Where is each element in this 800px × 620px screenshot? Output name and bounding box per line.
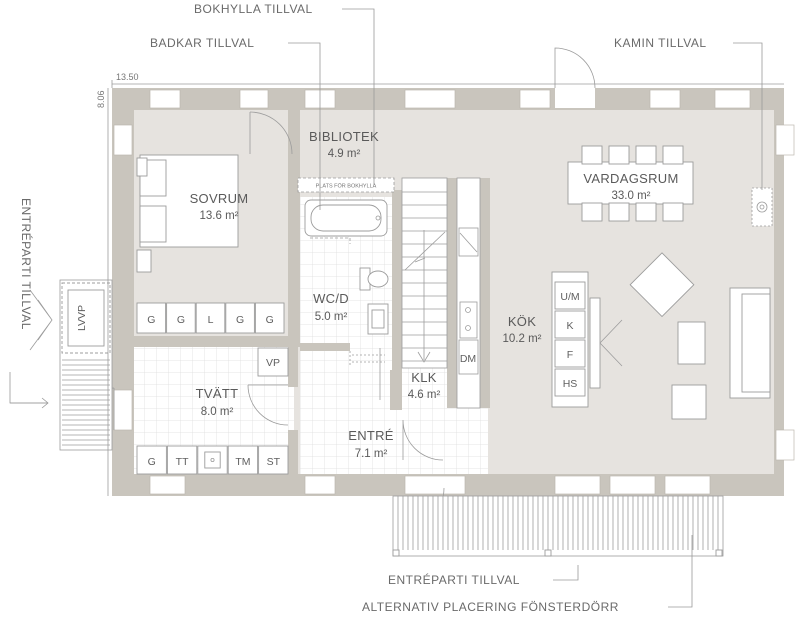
storage-cell <box>166 302 196 334</box>
kitchen-appliance-label: F <box>567 349 573 361</box>
laundry-label: G <box>148 456 156 468</box>
callout-fonsterdorr: ALTERNATIV PLACERING FÖNSTERDÖRR <box>362 600 619 614</box>
room-name-klk: KLK <box>411 370 437 385</box>
kitchen-appliance-label: U/M <box>560 291 579 303</box>
kitchen-appliance <box>554 368 586 397</box>
storage-label: G <box>266 314 274 326</box>
width-dimension-line <box>111 80 784 88</box>
interior-walls <box>134 110 490 474</box>
laundry-cell <box>227 445 259 475</box>
dining-table <box>567 145 694 222</box>
laundry-row: G TT TM ST <box>136 445 289 475</box>
room-name-bibliotek: BIBLIOTEK <box>309 129 379 144</box>
callout-entreparti-bottom: ENTRÉPARTI TILLVAL <box>388 572 520 587</box>
storage-label: G <box>236 314 244 326</box>
bathtub <box>304 199 388 237</box>
storage-label: G <box>147 314 155 326</box>
dining-chair <box>662 145 684 165</box>
top-door-opening <box>555 88 595 108</box>
kitchen-appliance <box>554 310 586 339</box>
pouf <box>671 384 707 420</box>
staircase <box>401 177 448 369</box>
side-entry <box>29 279 113 451</box>
room-name-wcd: WC/D <box>313 291 349 306</box>
callout-bokhylla: BOKHYLLA TILLVAL <box>194 2 313 16</box>
dining-chair <box>608 202 630 222</box>
top-door-swing <box>554 47 596 89</box>
callout-badkar: BADKAR TILLVAL <box>150 36 254 50</box>
dm-box <box>458 339 479 375</box>
kitchen-appliance-label: HS <box>563 378 578 390</box>
kitchen-appliance <box>554 281 586 310</box>
room-area-kok: 10.2 m² <box>503 333 542 345</box>
entre-door-swing <box>402 419 444 461</box>
coffee-table <box>677 321 706 365</box>
wc-sink <box>367 303 389 335</box>
storage-cell <box>254 302 285 334</box>
dining-chair <box>662 202 684 222</box>
kamin <box>751 187 773 227</box>
dining-chair <box>635 202 657 222</box>
lvvp-label: LVVP <box>76 305 88 331</box>
bibliotek-door-swing <box>249 111 293 155</box>
storage-label: L <box>208 314 214 326</box>
laundry-label: TT <box>176 456 189 468</box>
room-area-bibliotek: 4.9 m² <box>328 148 361 160</box>
callout-entreparti-left: ENTRÉPARTI TILLVAL <box>19 198 34 330</box>
laundry-cell <box>166 445 198 475</box>
room-area-tvatt: 8.0 m² <box>201 406 234 418</box>
room-name-sovrum: SOVRUM <box>190 191 249 206</box>
room-area-wcd: 5.0 m² <box>315 311 348 323</box>
bed <box>136 154 239 273</box>
laundry-label: TM <box>235 456 250 468</box>
storage-label: G <box>177 314 185 326</box>
room-name-entre: ENTRÉ <box>348 428 394 443</box>
toilet <box>359 267 389 291</box>
laundry-cell <box>258 445 289 475</box>
armchair <box>629 252 695 318</box>
kitchen-appliance-column: U/M K F HS <box>554 281 586 397</box>
dining-chair <box>608 145 630 165</box>
dining-chair <box>635 145 657 165</box>
room-area-klk: 4.6 m² <box>408 389 441 401</box>
dm-label: DM <box>460 353 476 365</box>
room-name-tvatt: TVÄTT <box>196 386 239 401</box>
kitchen-sink <box>459 301 478 339</box>
kitchen-appliance-label: K <box>566 320 573 332</box>
windows <box>113 89 795 495</box>
room-area-entre: 7.1 m² <box>355 448 388 460</box>
room-area-sovrum: 13.6 m² <box>200 210 239 222</box>
sofa <box>729 287 771 399</box>
storage-cell <box>195 302 226 334</box>
room-name-kok: KÖK <box>508 314 536 329</box>
laundry-cell <box>136 445 167 475</box>
width-dimension: 13.50 <box>116 72 139 82</box>
storage-cell <box>136 302 167 334</box>
room-name-vardagsrum: VARDAGSRUM <box>583 171 678 186</box>
bottom-deck <box>392 495 724 557</box>
vp-box <box>257 347 289 377</box>
storage-cell <box>225 302 255 334</box>
depth-dimension: 8.06 <box>96 90 106 108</box>
plats-bokhylla-label: PLATS FÖR BOKHYLLA <box>316 183 377 190</box>
dining-chair <box>581 202 603 222</box>
dining-chair <box>581 145 603 165</box>
laundry-label: ST <box>267 456 281 468</box>
tvatt-door-swing <box>247 384 289 426</box>
vp-label: VP <box>266 357 280 369</box>
room-area-vardagsrum: 33.0 m² <box>612 190 651 202</box>
bokhylla-placeholder <box>297 177 395 193</box>
callout-kamin: KAMIN TILLVAL <box>614 36 707 50</box>
kitchen-appliance <box>554 339 586 368</box>
